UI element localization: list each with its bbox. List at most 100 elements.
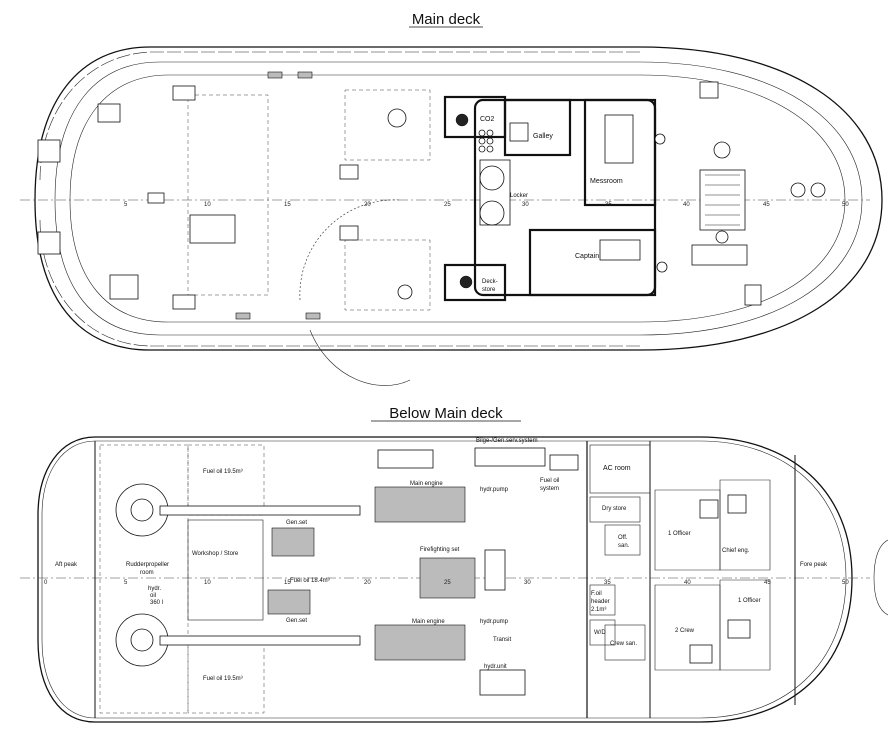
main-frame-5: 5 <box>124 202 128 208</box>
desk-chief <box>727 494 747 514</box>
main-deck-plan: CO2 Galley Messroom Locker Captain Deck-… <box>20 46 883 386</box>
stern-notch-top <box>37 139 61 163</box>
below-main-deck-title: Below Main deck <box>389 405 503 422</box>
below-frame-40: 40 <box>684 580 691 586</box>
main-engine-top <box>374 486 466 523</box>
towing-gear-bottom <box>109 274 139 300</box>
fan-top <box>479 165 505 191</box>
wd-room <box>589 619 616 646</box>
workshop-store <box>187 519 264 621</box>
fuel-oil-system-label-1: Fuel oil <box>540 478 559 484</box>
officer-1-label: 1 Officer <box>668 531 691 537</box>
main-deck-frame-numbers: 5 10 15 20 25 30 35 40 45 50 <box>124 202 849 208</box>
hydr-pump-bottom-label: hydr.pump <box>480 619 509 625</box>
captain-room <box>528 228 657 297</box>
below-frame-10: 10 <box>204 580 211 586</box>
main-deck-hull-inner <box>54 61 863 336</box>
main-frame-15: 15 <box>284 202 291 208</box>
stern-notch-bottom <box>37 231 61 255</box>
hydr-unit <box>479 669 526 696</box>
fuel-oil-system-unit <box>549 454 579 471</box>
rail-bottom-1 <box>235 312 251 320</box>
fuel-oil-system-label-2: system <box>540 486 559 492</box>
crane-swing-arc <box>299 199 401 301</box>
rail-top-1 <box>267 71 283 79</box>
co2-bottle-6 <box>486 145 494 153</box>
bollard-fore-1 <box>790 182 806 198</box>
gen-set-bottom <box>267 589 311 615</box>
aft-cleat <box>147 192 165 204</box>
capstan-top <box>387 108 407 128</box>
aft-peak-label: Aft peak <box>55 562 78 568</box>
dry-store-label: Dry store <box>602 506 627 512</box>
below-frame-25: 25 <box>444 580 451 586</box>
below-deck-hull <box>37 436 853 723</box>
below-frame-45: 45 <box>764 580 771 586</box>
rail-top-2 <box>297 71 313 79</box>
main-frame-40: 40 <box>683 202 690 208</box>
hydr-pump-top-label: hydr.pump <box>480 487 509 493</box>
capstan-bottom <box>397 284 413 300</box>
foil-header-label-3: 2.1m³ <box>591 607 606 613</box>
workshop-label: Workshop / Store <box>192 551 239 557</box>
co2-bottle-5 <box>478 145 486 153</box>
main-frame-45: 45 <box>763 202 770 208</box>
galley-label: Galley <box>533 133 553 140</box>
below-frame-0: 0 <box>44 580 48 586</box>
deck-store-label-1: Deck- <box>482 279 498 285</box>
chief-eng-label: Chief eng. <box>722 548 750 554</box>
co2-bottle-3 <box>478 137 486 145</box>
rudderpropeller-label-2: room <box>140 570 154 576</box>
shaft-bottom <box>159 635 361 646</box>
main-engine-bottom <box>374 624 466 661</box>
deck-store-label-2: store <box>482 287 496 293</box>
bed-officer-2 <box>727 619 751 639</box>
main-frame-35: 35 <box>605 202 612 208</box>
main-engine-top-label: Main engine <box>410 481 443 487</box>
engine-room-console <box>377 449 434 469</box>
winch-frame <box>699 169 746 231</box>
foil-header-label-1: F.oil <box>591 591 602 597</box>
hydr-oil-label-3: 360 l <box>150 600 163 606</box>
main-deck-title: Main deck <box>412 11 481 28</box>
below-deck-plan: Aft peak Rudderpropeller room hydr. oil … <box>20 436 870 723</box>
below-frame-20: 20 <box>364 580 371 586</box>
side-view-fragment <box>873 539 888 616</box>
gen-set-bottom-label: Gen.set <box>286 618 307 624</box>
bitt-mid-top <box>339 164 359 180</box>
galley-room <box>503 98 572 157</box>
main-deck-fender-top <box>39 51 640 181</box>
deck-store-room <box>443 263 507 302</box>
hawse-bottom <box>744 284 762 306</box>
fuel-oil-top-label: Fuel oil 19.5m³ <box>203 469 243 475</box>
firefighting-label: Firefighting set <box>420 547 460 553</box>
fuel-oil-bottom-label: Fuel oil 19.5m³ <box>203 676 243 682</box>
wd-label: W/D <box>594 630 606 636</box>
fore-peak-label: Fore peak <box>800 562 828 568</box>
winch-drum <box>705 174 740 226</box>
chief-eng-cabin <box>719 479 771 571</box>
below-frame-15: 15 <box>284 580 291 586</box>
gen-set-top <box>271 527 315 557</box>
dry-store <box>589 496 641 523</box>
ac-room-label: AC room <box>603 465 631 472</box>
main-frame-50: 50 <box>842 202 849 208</box>
aft-deck-area <box>187 94 269 296</box>
main-deck-hull-outer <box>34 46 883 351</box>
main-frame-25: 25 <box>444 202 451 208</box>
mess-table <box>604 114 634 164</box>
captain-label: Captain <box>575 253 599 260</box>
co2-bottle-4 <box>486 137 494 145</box>
aft-hatch <box>189 214 236 244</box>
crew-san-room <box>604 624 646 661</box>
foil-header-label-2: header <box>591 599 610 605</box>
deck-store-reel <box>459 275 473 289</box>
bilge-label: Bilge-/Gen.serv.system <box>476 438 538 444</box>
firefighting-set <box>419 557 476 599</box>
below-frame-30: 30 <box>524 580 531 586</box>
hawse-top <box>699 81 719 99</box>
galley-stove <box>509 122 529 142</box>
aft-bitt-bottom <box>172 294 196 310</box>
gen-set-top-label: Gen.set <box>286 520 307 526</box>
